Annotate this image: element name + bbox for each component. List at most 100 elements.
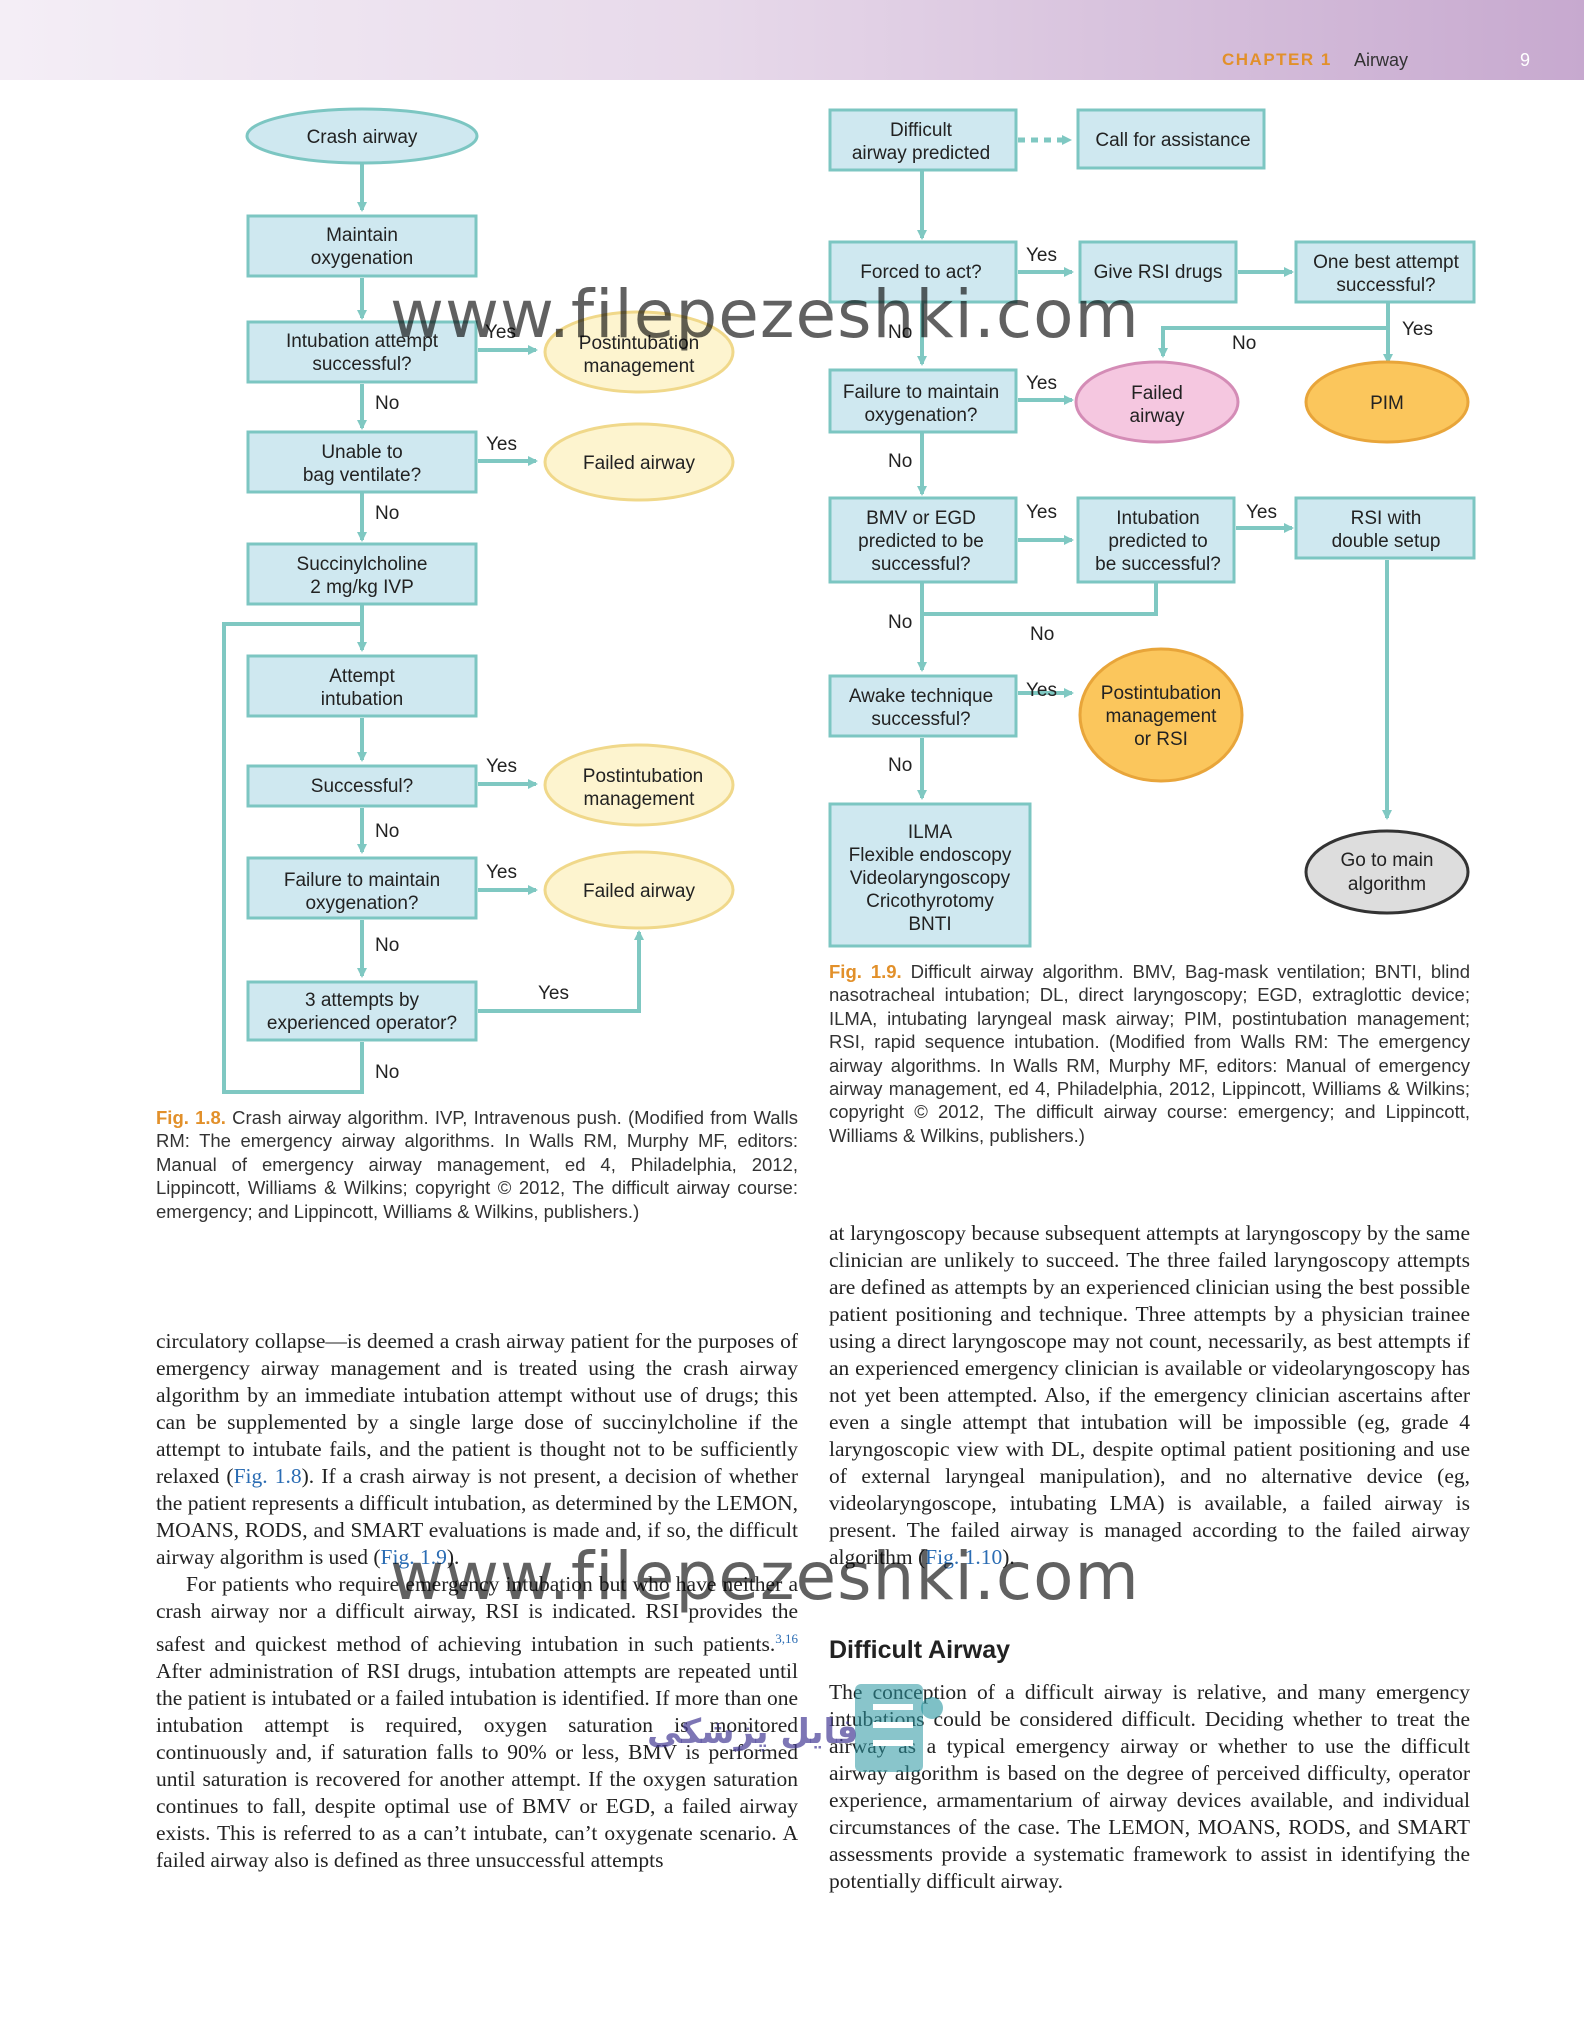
- svg-text:Failed airway: Failed airway: [583, 453, 695, 474]
- fig19-node-failed-airway: Failed airway: [1074, 360, 1240, 444]
- watermark-logo: فایل پزشکی: [555, 1678, 1015, 1778]
- svg-text:successful?: successful?: [1336, 275, 1435, 296]
- svg-text:predicted to be: predicted to be: [858, 531, 984, 552]
- reference-link[interactable]: 3,16: [775, 1631, 798, 1646]
- svg-text:Intubation attempt: Intubation attempt: [286, 331, 439, 352]
- svg-text:Failure to maintain: Failure to maintain: [284, 870, 440, 891]
- fig18-node-unable-bag: Unable to bag ventilate?: [246, 430, 478, 494]
- svg-text:Failure to maintain: Failure to maintain: [843, 382, 999, 403]
- fig19-node-difficult: Difficult airway predicted: [828, 108, 1018, 172]
- svg-text:Intubation: Intubation: [1116, 508, 1199, 529]
- body-right-column: at laryngoscopy because subsequent attem…: [829, 1220, 1470, 1571]
- body-paragraph: The conception of a difficult airway is …: [829, 1680, 1470, 1893]
- edge-label-yes: Yes: [1026, 502, 1057, 523]
- fig110-link[interactable]: Fig. 1.10: [925, 1545, 1003, 1569]
- watermark-bottom: www.filepezeshki.com: [390, 1538, 1140, 1615]
- svg-text:ILMA: ILMA: [908, 822, 953, 843]
- edge-label-yes: Yes: [1246, 502, 1277, 523]
- fig18-caption: Fig. 1.8. Crash airway algorithm. IVP, I…: [156, 1106, 798, 1223]
- svg-text:oxygenation: oxygenation: [311, 248, 413, 269]
- fig19-node-failure-oxygenation: Failure to maintain oxygenation?: [828, 368, 1018, 434]
- svg-text:Postintubation: Postintubation: [583, 766, 703, 787]
- fig18-node-successful: Successful?: [246, 764, 478, 808]
- fig18-node-crash: Crash airway: [245, 107, 479, 165]
- edge-label-yes: Yes: [1026, 373, 1057, 394]
- edge-label-no: No: [375, 393, 399, 414]
- svg-text:oxygenation?: oxygenation?: [305, 893, 418, 914]
- svg-text:One best attempt: One best attempt: [1313, 252, 1459, 273]
- fig19-link[interactable]: Fig. 1.9: [380, 1545, 447, 1569]
- fig18-node-three-attempts: 3 attempts by experienced operator?: [246, 980, 478, 1042]
- svg-text:be successful?: be successful?: [1095, 554, 1221, 575]
- svg-text:airway predicted: airway predicted: [852, 143, 990, 164]
- edge-label-yes: Yes: [486, 756, 517, 777]
- chapter-label: CHAPTER 1: [1222, 50, 1332, 69]
- edge-label-no: No: [888, 612, 912, 633]
- svg-text:Go to main: Go to main: [1341, 850, 1434, 871]
- logo-text: فایل پزشکی: [647, 1712, 859, 1752]
- edge-label-no: No: [375, 821, 399, 842]
- page-number: 9: [1520, 50, 1531, 70]
- edge-label-yes: Yes: [1026, 680, 1057, 701]
- fig18-node-attempt: Attempt intubation: [246, 654, 478, 718]
- svg-text:Flexible endoscopy: Flexible endoscopy: [849, 845, 1012, 866]
- watermark-top: www.filepezeshki.com: [390, 276, 1140, 353]
- svg-text:airway: airway: [1130, 406, 1185, 427]
- edge-label-yes: Yes: [1402, 319, 1433, 340]
- fig18-node-failed-airway-2: Failed airway: [543, 850, 735, 930]
- svg-text:successful?: successful?: [312, 354, 411, 375]
- svg-text:management: management: [1106, 706, 1218, 727]
- body-paragraph: at laryngoscopy because subsequent attem…: [829, 1221, 1470, 1569]
- body-right-column-2: The conception of a difficult airway is …: [829, 1679, 1470, 1895]
- body-left-column: circulatory collapse—is deemed a crash a…: [156, 1328, 798, 1874]
- svg-text:management: management: [584, 789, 696, 810]
- svg-text:Awake technique: Awake technique: [849, 686, 993, 707]
- edge-label-no: No: [888, 322, 912, 343]
- fig19-node-pim: PIM: [1304, 360, 1470, 444]
- fig19-node-main-algorithm: Go to main algorithm: [1304, 829, 1470, 915]
- fig18-node-maintain: Maintain oxygenation: [246, 214, 478, 278]
- edge-label-no: No: [1030, 624, 1054, 645]
- fig19-node-call-assistance: Call for assistance: [1076, 108, 1266, 170]
- fig18-node-postintubation-2: Postintubation management: [543, 743, 735, 827]
- fig19-node-ilma: ILMA Flexible endoscopy Videolaryngoscop…: [828, 802, 1032, 948]
- body-paragraph: For patients who require emergency intub…: [156, 1572, 798, 1873]
- svg-text:successful?: successful?: [871, 554, 970, 575]
- svg-text:3 attempts by: 3 attempts by: [305, 990, 420, 1011]
- fig18-node-intubation-success: Intubation attempt successful?: [246, 320, 478, 384]
- svg-text:RSI with: RSI with: [1351, 508, 1422, 529]
- svg-text:Succinylcholine: Succinylcholine: [297, 554, 428, 575]
- header-band: [0, 0, 1584, 80]
- svg-text:Maintain: Maintain: [326, 225, 398, 246]
- svg-text:Crash airway: Crash airway: [307, 127, 418, 148]
- svg-text:Forced to act?: Forced to act?: [860, 262, 981, 283]
- edge-label-no: No: [375, 503, 399, 524]
- svg-text:or RSI: or RSI: [1134, 729, 1188, 750]
- fig19-node-intubation-predicted: Intubation predicted to be successful?: [1076, 496, 1236, 584]
- svg-text:successful?: successful?: [871, 709, 970, 730]
- svg-text:BNTI: BNTI: [908, 914, 951, 935]
- svg-text:PIM: PIM: [1370, 393, 1404, 414]
- fig19-node-one-best: One best attempt successful?: [1294, 240, 1476, 304]
- svg-text:bag ventilate?: bag ventilate?: [303, 465, 421, 486]
- edge-label-no: No: [888, 755, 912, 776]
- fig19-node-bmv: BMV or EGD predicted to be successful?: [828, 496, 1018, 584]
- svg-text:Postintubation: Postintubation: [1101, 683, 1221, 704]
- fig19-node-give-rsi: Give RSI drugs: [1078, 240, 1238, 304]
- svg-text:Give RSI drugs: Give RSI drugs: [1094, 262, 1223, 283]
- svg-text:Postintubation: Postintubation: [579, 333, 699, 354]
- svg-text:intubation: intubation: [321, 689, 403, 710]
- edge-label-yes: Yes: [538, 983, 569, 1004]
- fig19-node-postintubation-rsi: Postintubation management or RSI: [1078, 647, 1244, 783]
- edge-label-no: No: [375, 935, 399, 956]
- edge-label-yes: Yes: [486, 434, 517, 455]
- fig19-caption-label: Fig. 1.9.: [829, 961, 902, 982]
- svg-text:BMV or EGD: BMV or EGD: [866, 508, 976, 529]
- fig18-link[interactable]: Fig. 1.8: [233, 1464, 302, 1488]
- svg-text:Cricothyrotomy: Cricothyrotomy: [866, 891, 994, 912]
- logo-icon: [855, 1684, 943, 1772]
- svg-text:Unable to: Unable to: [321, 442, 402, 463]
- fig18-node-failure-oxygenation: Failure to maintain oxygenation?: [246, 856, 478, 920]
- fig19-node-rsi-double: RSI with double setup: [1294, 496, 1476, 560]
- svg-text:oxygenation?: oxygenation?: [864, 405, 977, 426]
